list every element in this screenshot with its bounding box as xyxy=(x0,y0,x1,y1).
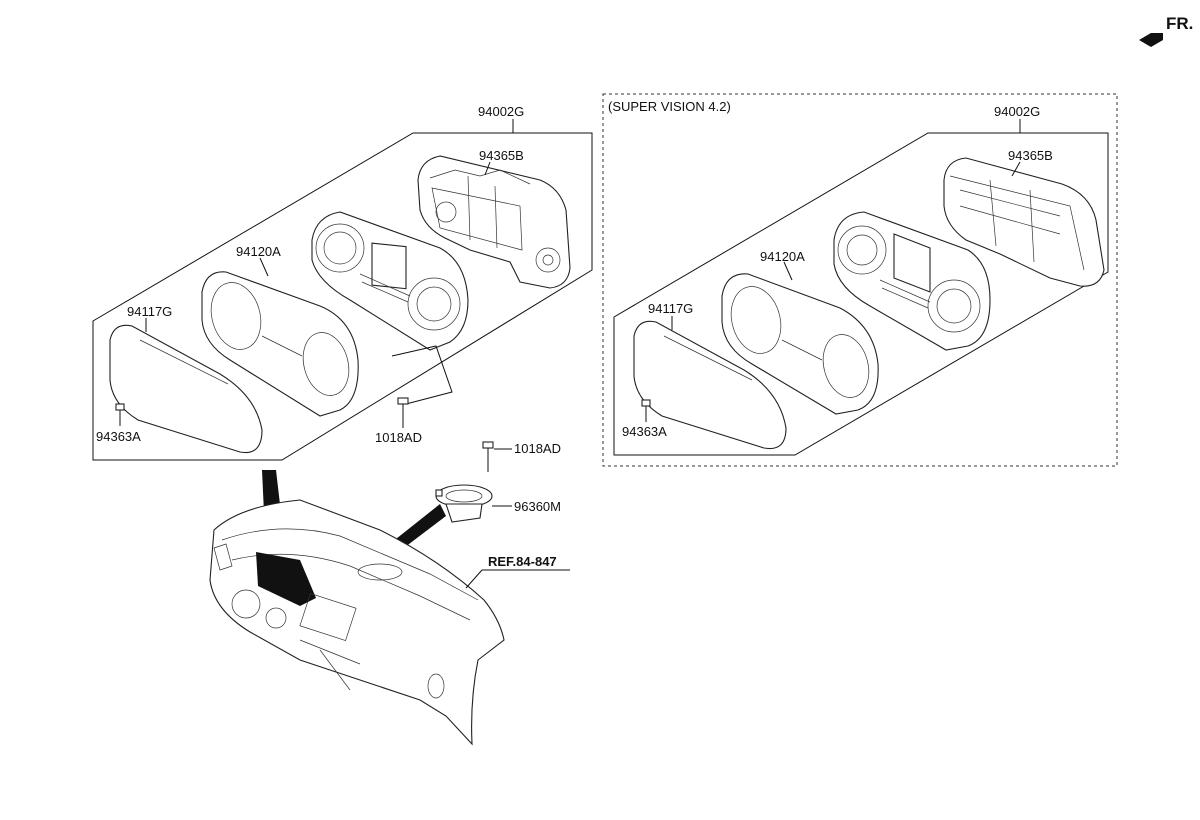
front-arrow-icon xyxy=(1139,33,1163,47)
callout-speaker-screw[interactable]: 1018AD xyxy=(514,441,561,456)
dashboard-assembly: 1018AD 96360M REF.84-847 xyxy=(209,441,570,746)
front-label: FR. xyxy=(1166,14,1193,33)
callout-window-lens[interactable]: 94117G xyxy=(648,301,693,316)
back-cover-part xyxy=(417,155,571,289)
callout-gauge-board[interactable]: 94120A xyxy=(760,249,805,264)
assembly-frame xyxy=(92,132,593,461)
lens-clip-part xyxy=(115,403,125,411)
callout-speaker[interactable]: 96360M xyxy=(514,499,561,514)
callout-screw[interactable]: 1018AD xyxy=(375,430,422,445)
bezel-frame-part xyxy=(201,271,359,417)
bezel-frame-part xyxy=(721,273,879,415)
callout-reference[interactable]: REF.84-847 xyxy=(488,554,557,569)
assembly-frame xyxy=(613,132,1109,456)
gauge-board-part xyxy=(833,211,991,351)
screw-part xyxy=(397,397,409,416)
gauge-board-part xyxy=(311,211,469,351)
callout-assembly-number[interactable]: 94002G xyxy=(994,104,1040,119)
variant-dashed-box xyxy=(602,93,1118,467)
speaker-screw-part xyxy=(482,441,494,472)
callout-window-lens[interactable]: 94117G xyxy=(127,304,172,319)
front-direction-indicator: FR. xyxy=(1139,14,1193,47)
callout-assembly-number[interactable]: 94002G xyxy=(478,104,524,119)
variant-label: (SUPER VISION 4.2) xyxy=(608,99,731,114)
callout-back-cover[interactable]: 94365B xyxy=(479,148,524,163)
callout-lens-clip[interactable]: 94363A xyxy=(96,429,141,444)
standard-cluster-assembly: 94002G 94365B 94120A xyxy=(92,104,593,461)
speaker-part xyxy=(435,484,493,523)
dashboard-part xyxy=(209,499,505,746)
callout-back-cover[interactable]: 94365B xyxy=(1008,148,1053,163)
supervision-cluster-assembly: (SUPER VISION 4.2) 94002G 94365B 94120A xyxy=(602,93,1118,467)
callout-lens-clip[interactable]: 94363A xyxy=(622,424,667,439)
lens-clip-part xyxy=(641,399,651,407)
callout-gauge-board[interactable]: 94120A xyxy=(236,244,281,259)
back-cover-part xyxy=(943,157,1105,287)
